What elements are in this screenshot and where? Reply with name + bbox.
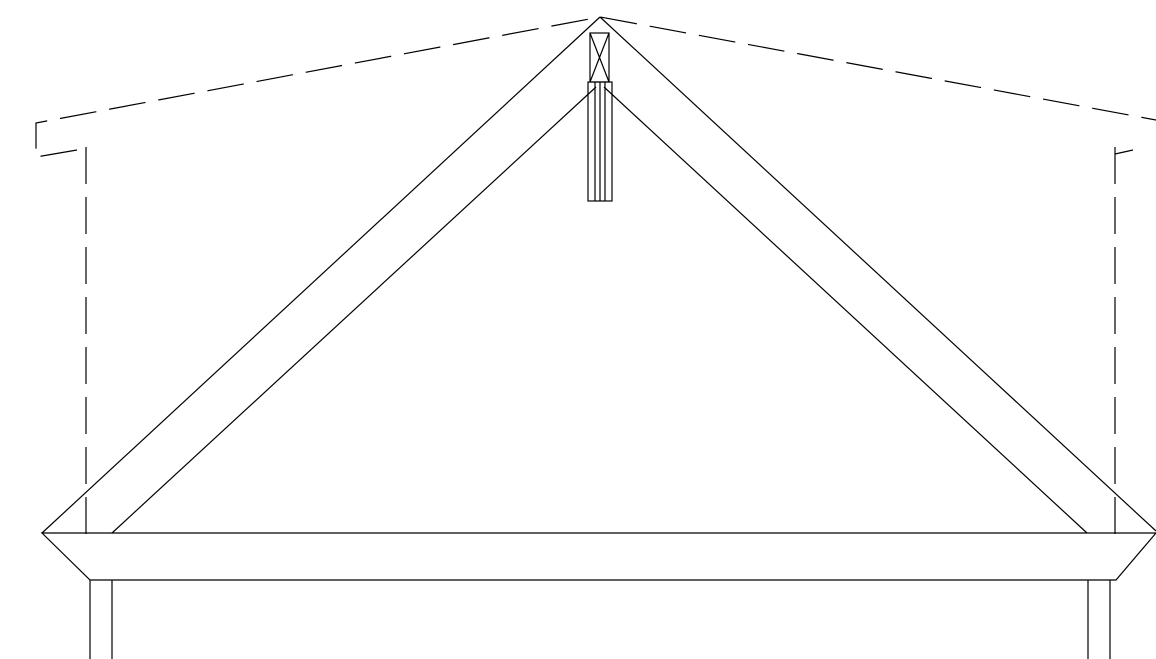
existing-roof-eave-left bbox=[35, 16, 1156, 158]
ridge-board bbox=[589, 32, 610, 83]
rafter-right-top-edge bbox=[599, 16, 1156, 532]
ridge-king-post bbox=[587, 81, 613, 202]
tie-beam-outline bbox=[40, 532, 1156, 581]
tie-beam bbox=[40, 532, 1156, 581]
rafter-left-bottom-edge bbox=[111, 86, 597, 534]
rafter-right bbox=[599, 16, 1156, 534]
existing-roof-outline bbox=[35, 16, 1156, 158]
ridge-board-cross-b bbox=[589, 32, 610, 83]
post-left bbox=[89, 580, 113, 659]
rafter-left-top-edge bbox=[41, 16, 601, 534]
post-right bbox=[1087, 580, 1111, 659]
existing-roof-eave-right bbox=[1114, 149, 1134, 155]
rafter-right-bottom-edge bbox=[603, 86, 1088, 534]
rafter-left bbox=[41, 16, 601, 534]
